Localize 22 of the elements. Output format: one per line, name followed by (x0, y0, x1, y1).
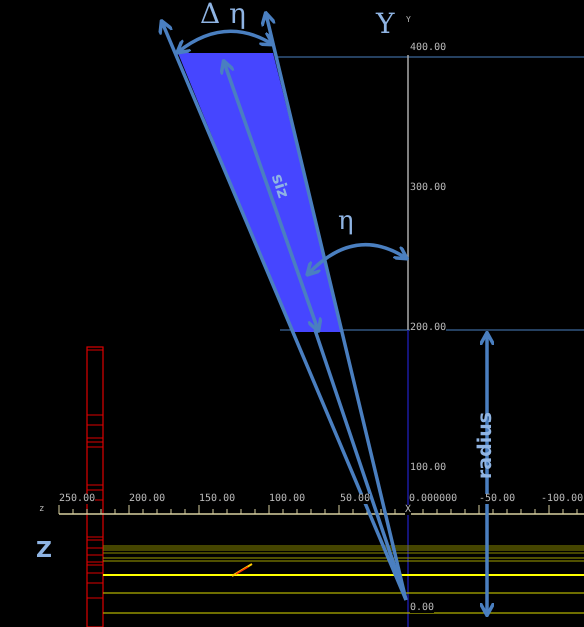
symbol-label: η (338, 208, 354, 234)
tick-label: 100.00 (269, 494, 306, 504)
tick-label: 200.00 (410, 323, 446, 333)
symbol-label: Δ η (200, 0, 246, 28)
tick-label: 50.00 (340, 494, 370, 504)
axis-label: Y (376, 10, 394, 38)
tick-label: 400.00 (410, 43, 446, 53)
axis-label: Z (36, 540, 52, 562)
tick-label: 0.00 (410, 603, 434, 613)
tick-label: 100.00 (410, 463, 446, 473)
tick-label: 150.00 (199, 494, 236, 504)
tick-label: 0.000000 (409, 494, 458, 504)
tick-label: 250.00 (59, 494, 96, 504)
measure-label: radius (476, 412, 496, 480)
tick-label: -50.00 (479, 494, 516, 504)
tick-label: -100.00 (541, 494, 584, 504)
axis-label: X (405, 505, 412, 515)
axis-label: z (39, 505, 44, 514)
tick-label: 200.00 (129, 494, 166, 504)
tick-label: 300.00 (410, 183, 446, 193)
measure-label: siz (268, 172, 292, 200)
axis-label: Y (406, 16, 411, 24)
